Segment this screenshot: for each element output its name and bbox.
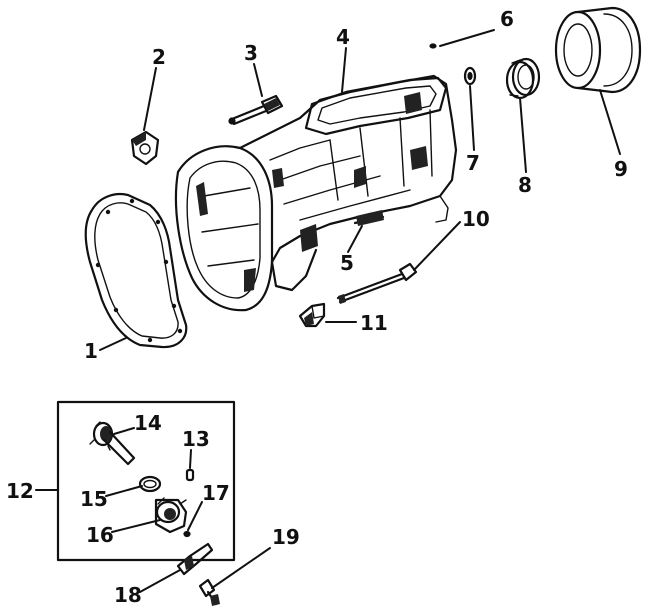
leader-6 xyxy=(439,29,495,47)
leader-3 xyxy=(253,63,263,97)
leader-15 xyxy=(105,485,143,497)
part-2-clip xyxy=(130,130,160,166)
leader-18 xyxy=(139,569,181,593)
callout-6: 6 xyxy=(500,7,514,31)
part-18-clip xyxy=(176,542,214,576)
callout-10: 10 xyxy=(462,207,490,231)
callout-12: 12 xyxy=(6,479,34,503)
part-13-pin xyxy=(185,468,195,482)
callout-18: 18 xyxy=(114,583,142,607)
callout-5: 5 xyxy=(340,251,354,275)
part-9-housing xyxy=(554,6,642,94)
callout-9: 9 xyxy=(614,157,628,181)
leader-13 xyxy=(189,449,192,469)
callout-4: 4 xyxy=(336,25,350,49)
leader-7 xyxy=(469,85,475,151)
callout-labels: 1 2 3 4 5 6 7 8 9 10 11 12 13 14 15 16 1… xyxy=(6,7,628,607)
callout-13: 13 xyxy=(182,427,210,451)
callout-3: 3 xyxy=(244,41,258,65)
part-12-kit-frame xyxy=(56,400,236,562)
leader-19 xyxy=(211,547,271,589)
leader-1 xyxy=(99,337,127,351)
part-14-driven-gear xyxy=(89,421,136,466)
part-1-gasket xyxy=(84,193,188,349)
part-4-transmission-case xyxy=(174,74,458,312)
part-7-washer xyxy=(463,66,477,86)
part-15-o-ring xyxy=(138,475,162,493)
leader-14 xyxy=(113,427,135,435)
callout-8: 8 xyxy=(518,173,532,197)
leader-9 xyxy=(599,89,621,155)
leader-17 xyxy=(187,501,203,531)
callout-7: 7 xyxy=(466,151,480,175)
callout-1: 1 xyxy=(84,339,98,363)
callout-15: 15 xyxy=(80,487,108,511)
leader-10 xyxy=(413,221,461,271)
part-19-bolt xyxy=(198,578,220,606)
leader-16 xyxy=(111,519,161,533)
part-3-bolt xyxy=(228,94,284,126)
leader-2 xyxy=(143,67,157,131)
leader-5 xyxy=(347,225,363,253)
callout-14: 14 xyxy=(134,411,162,435)
part-17-retainer xyxy=(183,530,191,538)
part-16-sleeve xyxy=(154,497,188,534)
callout-16: 16 xyxy=(86,523,114,547)
callout-19: 19 xyxy=(272,525,300,549)
leader-4 xyxy=(341,47,347,93)
leader-lines xyxy=(35,29,621,593)
callout-17: 17 xyxy=(202,481,230,505)
part-6-pin xyxy=(429,43,437,49)
part-5-stud xyxy=(352,210,385,226)
callout-2: 2 xyxy=(152,45,166,69)
part-11-bracket xyxy=(298,302,326,328)
leader-8 xyxy=(519,97,527,173)
part-10-bolt xyxy=(336,262,418,304)
part-8-seal xyxy=(505,57,541,100)
callout-11: 11 xyxy=(360,311,388,335)
